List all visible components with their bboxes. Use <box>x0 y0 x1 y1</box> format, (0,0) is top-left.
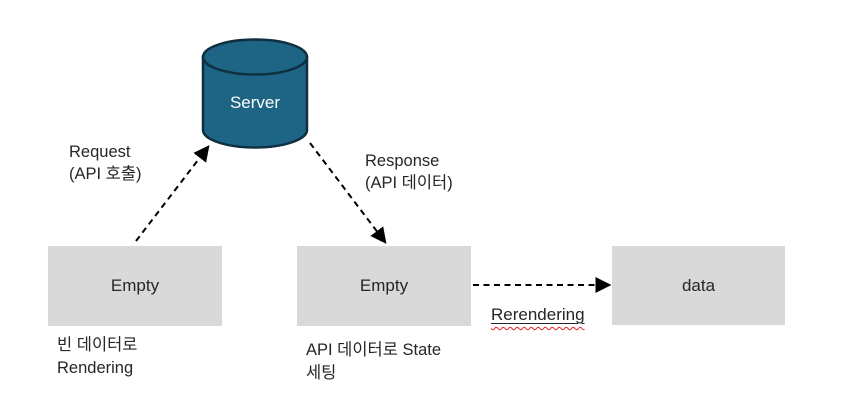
state-box-data-label: data <box>681 275 716 295</box>
state-box-empty-1-label: Empty <box>110 276 160 295</box>
request-edge-label-line1: Request <box>69 143 131 161</box>
box2-caption: API 데이터로 State 세팅 <box>306 339 441 385</box>
server-cylinder <box>201 38 309 149</box>
state-box-data: data <box>612 246 785 325</box>
server-label: Server <box>229 93 281 112</box>
request-edge-label: Request (API 호출) <box>69 141 142 185</box>
box1-caption: 빈 데이터로 Rendering <box>57 334 137 380</box>
response-edge-label: Response (API 데이터) <box>365 150 453 194</box>
request-arrow <box>135 145 210 242</box>
request-edge-label-line2: (API 호출) <box>69 165 142 183</box>
server-cylinder-top <box>201 38 309 76</box>
box2-caption-line1: API 데이터로 State <box>306 341 442 359</box>
state-box-empty-1: Empty <box>48 246 222 326</box>
state-box-empty-2: Empty <box>297 246 471 326</box>
response-edge-label-line2: (API 데이터) <box>365 174 453 192</box>
rerendering-edge-label: Rerendering <box>491 304 585 326</box>
response-edge-label-line1: Response <box>365 152 440 170</box>
box1-caption-line1: 빈 데이터로 <box>57 336 138 354</box>
box2-caption-line2: 세팅 <box>306 364 337 382</box>
state-box-empty-2-label: Empty <box>359 276 409 295</box>
spellcheck-squiggle: Rerendering <box>491 305 585 324</box>
server-cylinder-body <box>201 55 309 149</box>
box1-caption-line2: Rendering <box>57 359 134 377</box>
rerendering-edge-label-text: Rerendering <box>491 305 585 324</box>
